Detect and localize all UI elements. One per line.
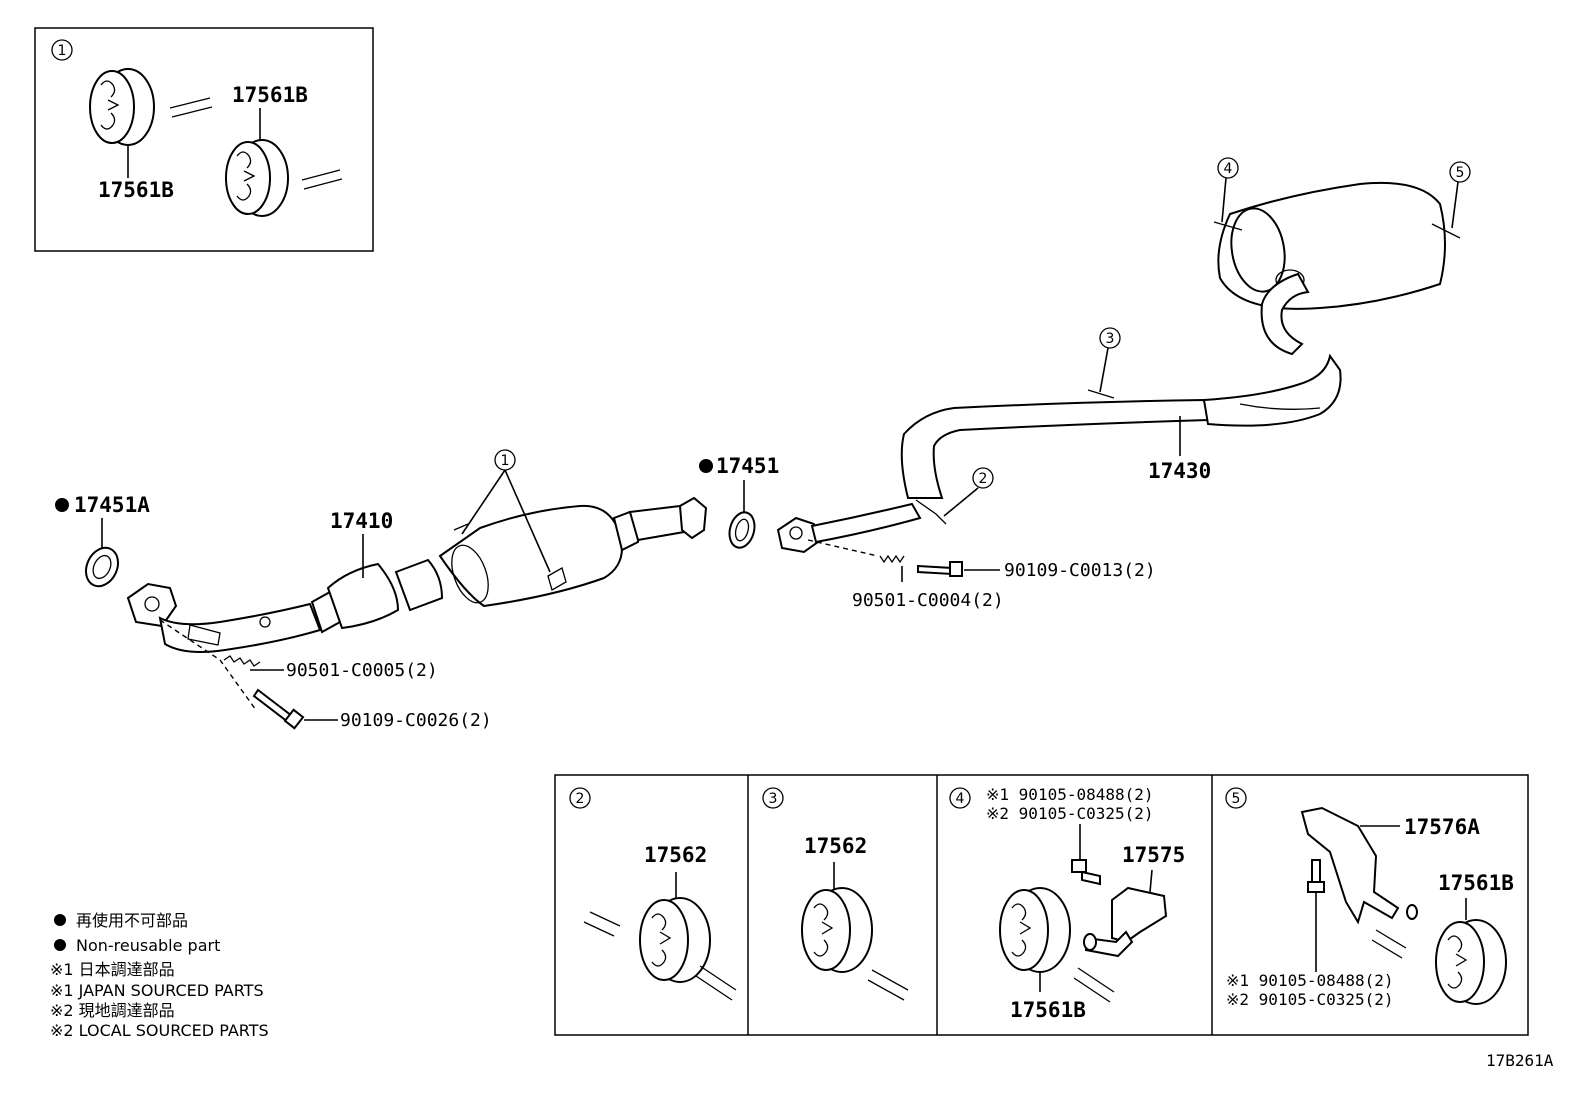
- panel-3-callout: 3: [769, 791, 778, 807]
- callout-5: 5: [1456, 165, 1465, 181]
- main-callouts: 2 3 4 5: [943, 157, 1471, 517]
- panel-5-insulator-label[interactable]: 17561B: [1438, 871, 1514, 895]
- panel-2-callout: 2: [576, 791, 585, 807]
- exhaust-insulator-icon: [801, 887, 873, 973]
- inset-1-callout: 1: [58, 43, 67, 59]
- hanger-bracket-icon: [1083, 886, 1168, 958]
- panel-2-part-label[interactable]: 17562: [644, 843, 707, 867]
- spring-icon: [223, 655, 261, 667]
- panel-4-callout: 4: [956, 791, 965, 807]
- panel-5-callout: 5: [1232, 791, 1241, 807]
- legend-line-2: Non-reusable part: [76, 936, 220, 955]
- legend-line-1: 再使用不可部品: [76, 911, 188, 930]
- legend-line-6: ※2 LOCAL SOURCED PARTS: [50, 1021, 269, 1040]
- part-label-17410[interactable]: 17410: [330, 509, 393, 533]
- front-fasteners: 90501-C0005(2) 90109-C0026(2): [159, 619, 492, 731]
- bolt-icon: [1307, 859, 1325, 893]
- mid-fasteners: 90501-C0004(2) 90109-C0013(2): [807, 539, 1156, 611]
- diagram-id: 17B261A: [1486, 1051, 1554, 1070]
- part-label-90109-C0013[interactable]: 90109-C0013(2): [1004, 560, 1156, 581]
- gasket-17451A: 17451A: [55, 493, 150, 588]
- legend-line-4: ※1 JAPAN SOURCED PARTS: [50, 981, 264, 1000]
- bolt-icon: [917, 561, 963, 577]
- part-label-17451[interactable]: 17451: [716, 454, 779, 478]
- bolt-icon: [1071, 859, 1101, 886]
- exhaust-insulator-icon: [1435, 919, 1507, 1005]
- panel-4-note-2[interactable]: ※2 90105-C0325(2): [986, 804, 1154, 823]
- legend-line-5: ※2 現地調達部品: [50, 1001, 175, 1020]
- panel-2: 2 17562: [569, 787, 737, 1001]
- panel-5-note-2[interactable]: ※2 90105-C0325(2): [1226, 990, 1394, 1009]
- legend-line-3: ※1 日本調達部品: [50, 960, 175, 979]
- callout-4: 4: [1224, 161, 1233, 177]
- bolt-icon: [252, 688, 305, 730]
- panel-5-bracket-label[interactable]: 17576A: [1404, 815, 1480, 839]
- exhaust-insulator-icon: [225, 139, 289, 217]
- tail-pipe-17430: 17430: [776, 181, 1461, 554]
- panel-3: 3 17562: [762, 787, 909, 1001]
- panel-4-note-1[interactable]: ※1 90105-08488(2): [986, 785, 1154, 804]
- inset-box-1: 1 17561B 17561B: [34, 27, 374, 252]
- callout-2: 2: [979, 471, 988, 487]
- panel-3-part-label[interactable]: 17562: [804, 834, 867, 858]
- part-label-90501-C0004[interactable]: 90501-C0004(2): [852, 590, 1004, 611]
- part-label-90109-C0026[interactable]: 90109-C0026(2): [340, 710, 492, 731]
- legend: 再使用不可部品 Non-reusable part ※1 日本調達部品 ※1 J…: [50, 911, 269, 1040]
- part-label-17561B-a[interactable]: 17561B: [98, 178, 174, 202]
- exhaust-insulator-icon: [639, 897, 711, 983]
- hanger-bracket-icon: [1300, 806, 1418, 925]
- part-label-17561B-b[interactable]: 17561B: [232, 83, 308, 107]
- exhaust-insulator-icon: [89, 68, 155, 146]
- panel-5: 5 17576A ※1 90105-08488(2) ※2 90105-C032…: [1225, 787, 1514, 1009]
- exhaust-insulator-icon: [999, 887, 1071, 973]
- callout-1: 1: [501, 453, 510, 469]
- spring-icon: [879, 554, 905, 564]
- panel-4-bracket-label[interactable]: 17575: [1122, 843, 1185, 867]
- callout-3: 3: [1106, 331, 1115, 347]
- panel-4-insulator-label[interactable]: 17561B: [1010, 998, 1086, 1022]
- panel-5-note-1[interactable]: ※1 90105-08488(2): [1226, 971, 1394, 990]
- part-label-17430[interactable]: 17430: [1148, 459, 1211, 483]
- part-label-17451A[interactable]: 17451A: [74, 493, 150, 517]
- gasket-17451: 17451: [699, 454, 779, 549]
- detail-panels: 2 17562 3 17562: [554, 774, 1529, 1036]
- panel-4: 4 ※1 90105-08488(2) ※2 90105-C0325(2) 17…: [949, 785, 1185, 1022]
- front-pipe-17410: 1 17410: [126, 449, 708, 653]
- part-label-90501-C0005[interactable]: 90501-C0005(2): [286, 660, 438, 681]
